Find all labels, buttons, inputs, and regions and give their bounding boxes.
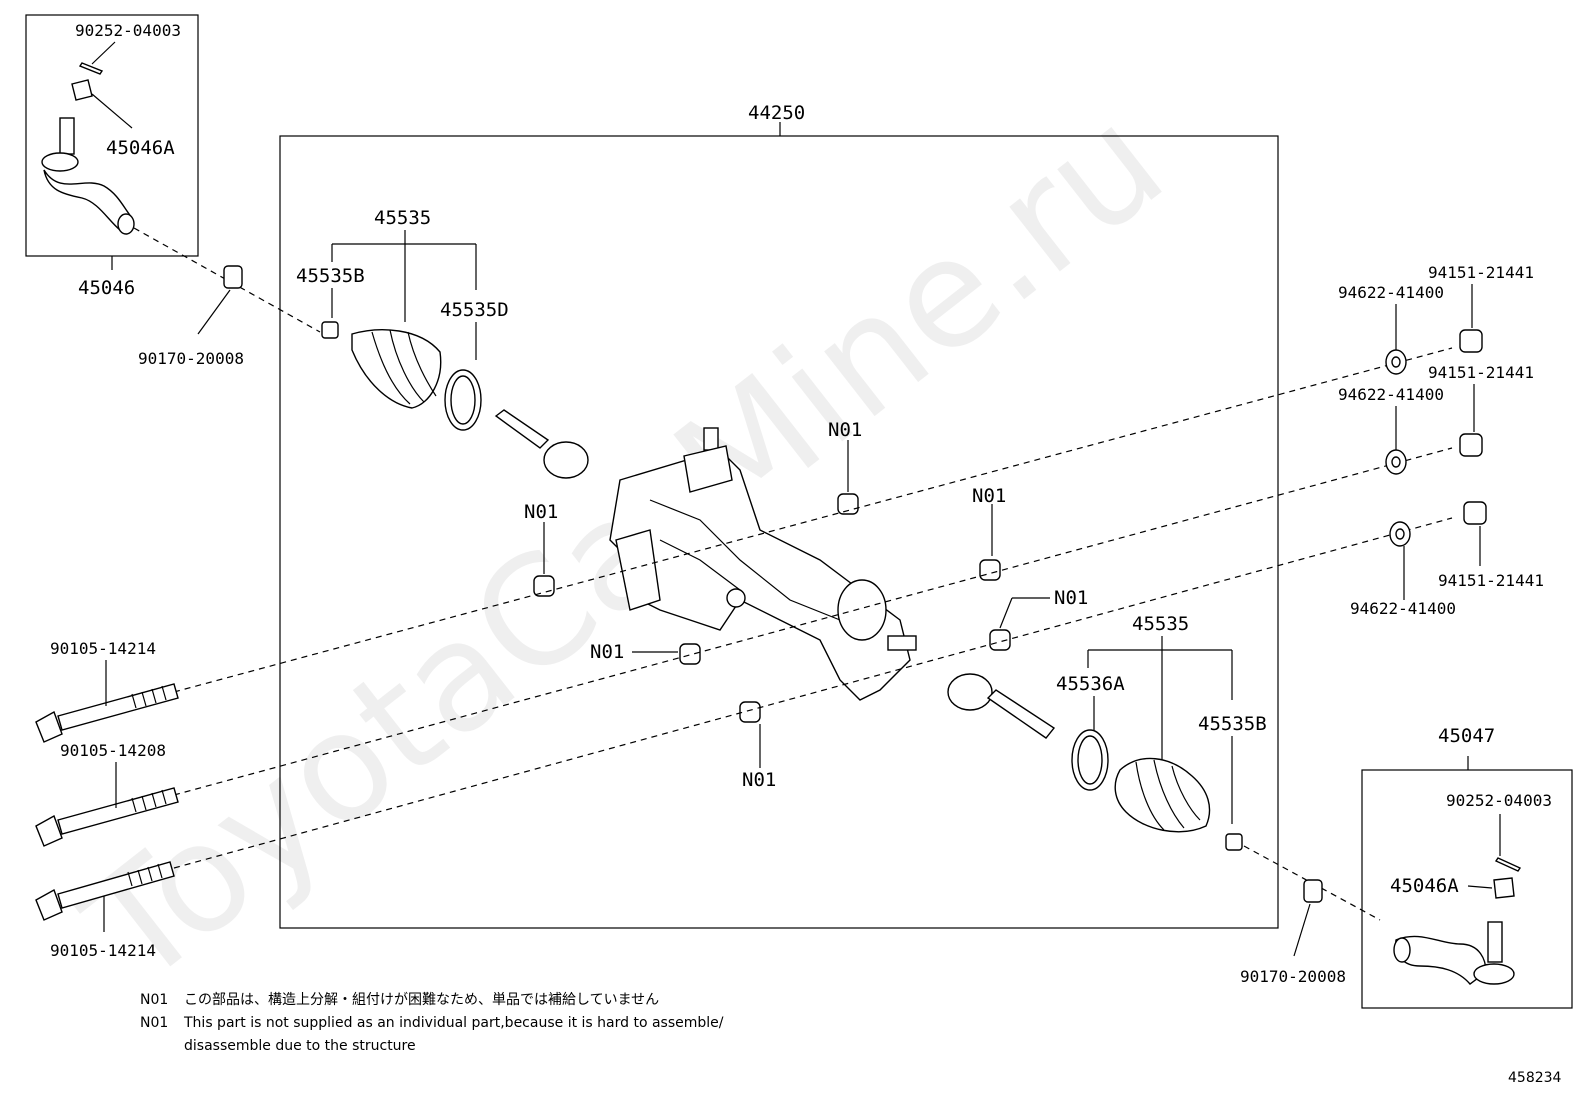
clamp-top-small [321,321,339,339]
bolt-2 [35,787,179,847]
castle-nut-tl [71,79,93,101]
label-n01-e[interactable]: N01 [590,641,624,663]
washer-right [1303,879,1323,903]
diagram-id: 458234 [1508,1070,1562,1086]
label-nut-br[interactable]: 45046A [1390,875,1459,897]
note-code-en: N01 [140,1015,168,1031]
bolt-3 [35,861,175,921]
sleeve-n01-e [679,643,701,665]
cotter-pin-br [1494,857,1522,872]
label-washer-r2[interactable]: 94622-41400 [1338,385,1444,404]
bolt-1 [35,683,179,743]
label-nut-r3[interactable]: 94151-21441 [1438,571,1544,590]
label-bolt-1[interactable]: 90105-14214 [50,639,156,658]
castle-nut-br [1493,877,1515,899]
label-boot-top[interactable]: 45535 [374,207,431,229]
washer-r3 [1389,521,1411,547]
label-pin-br[interactable]: 90252-04003 [1446,791,1552,810]
label-washer-left[interactable]: 90170-20008 [138,349,244,368]
note-text-en-1: This part is not supplied as an individu… [183,1015,724,1031]
sleeve-n01-a [837,493,859,515]
sleeve-n01-f [739,701,761,723]
steering-rack [609,427,917,701]
label-washer-r3[interactable]: 94622-41400 [1350,599,1456,618]
note-code-jp: N01 [140,992,168,1008]
sleeve-n01-c [979,559,1001,581]
boot-bottom [1114,757,1211,833]
tie-end-right-box [1361,769,1573,1009]
label-n01-b[interactable]: N01 [524,501,558,523]
nut-r1 [1459,329,1483,353]
label-pin-tl[interactable]: 90252-04003 [75,21,181,40]
washer-left [223,265,243,289]
boot-top [351,329,442,409]
cotter-pin-tl [78,62,104,75]
label-clamp-top-small[interactable]: 45535B [296,265,365,287]
label-n01-a[interactable]: N01 [828,419,862,441]
sleeve-n01-b [533,575,555,597]
label-n01-c[interactable]: N01 [972,485,1006,507]
clamp-top-large [444,369,482,431]
label-n01-f[interactable]: N01 [742,769,776,791]
clamp-bottom-large [1071,729,1109,791]
label-washer-r1[interactable]: 94622-41400 [1338,283,1444,302]
label-boot-bottom[interactable]: 45535 [1132,613,1189,635]
assembly-label[interactable]: 44250 [748,102,805,124]
clamp-bottom-small [1225,833,1243,851]
label-tie-end-left[interactable]: 45046 [78,277,135,299]
inner-tie-rod-top [494,409,589,479]
label-nut-r1[interactable]: 94151-21441 [1428,263,1534,282]
label-clamp-bottom-small[interactable]: 45535B [1198,713,1267,735]
label-tie-end-right[interactable]: 45047 [1438,725,1495,747]
label-bolt-2[interactable]: 90105-14208 [60,741,166,760]
nut-r2 [1459,433,1483,457]
washer-r1 [1385,349,1407,375]
sleeve-n01-d [989,629,1011,651]
washer-r2 [1385,449,1407,475]
label-clamp-bottom-large[interactable]: 45536A [1056,673,1125,695]
note-text-en-2: disassemble due to the structure [184,1038,416,1054]
assembly-box [279,135,1279,929]
label-washer-right[interactable]: 90170-20008 [1240,967,1346,986]
tie-rod-end-right [1393,921,1515,985]
label-n01-d[interactable]: N01 [1054,587,1088,609]
label-nut-tl[interactable]: 45046A [106,137,175,159]
label-bolt-3[interactable]: 90105-14214 [50,941,156,960]
tie-rod-end-left [41,117,135,235]
nut-r3 [1463,501,1487,525]
inner-tie-rod-bottom [947,673,1056,739]
label-clamp-top-large[interactable]: 45535D [440,299,509,321]
label-nut-r2[interactable]: 94151-21441 [1428,363,1534,382]
note-text-jp: この部品は、構造上分解・組付けが困難なため、単品では補給していません [184,992,659,1008]
